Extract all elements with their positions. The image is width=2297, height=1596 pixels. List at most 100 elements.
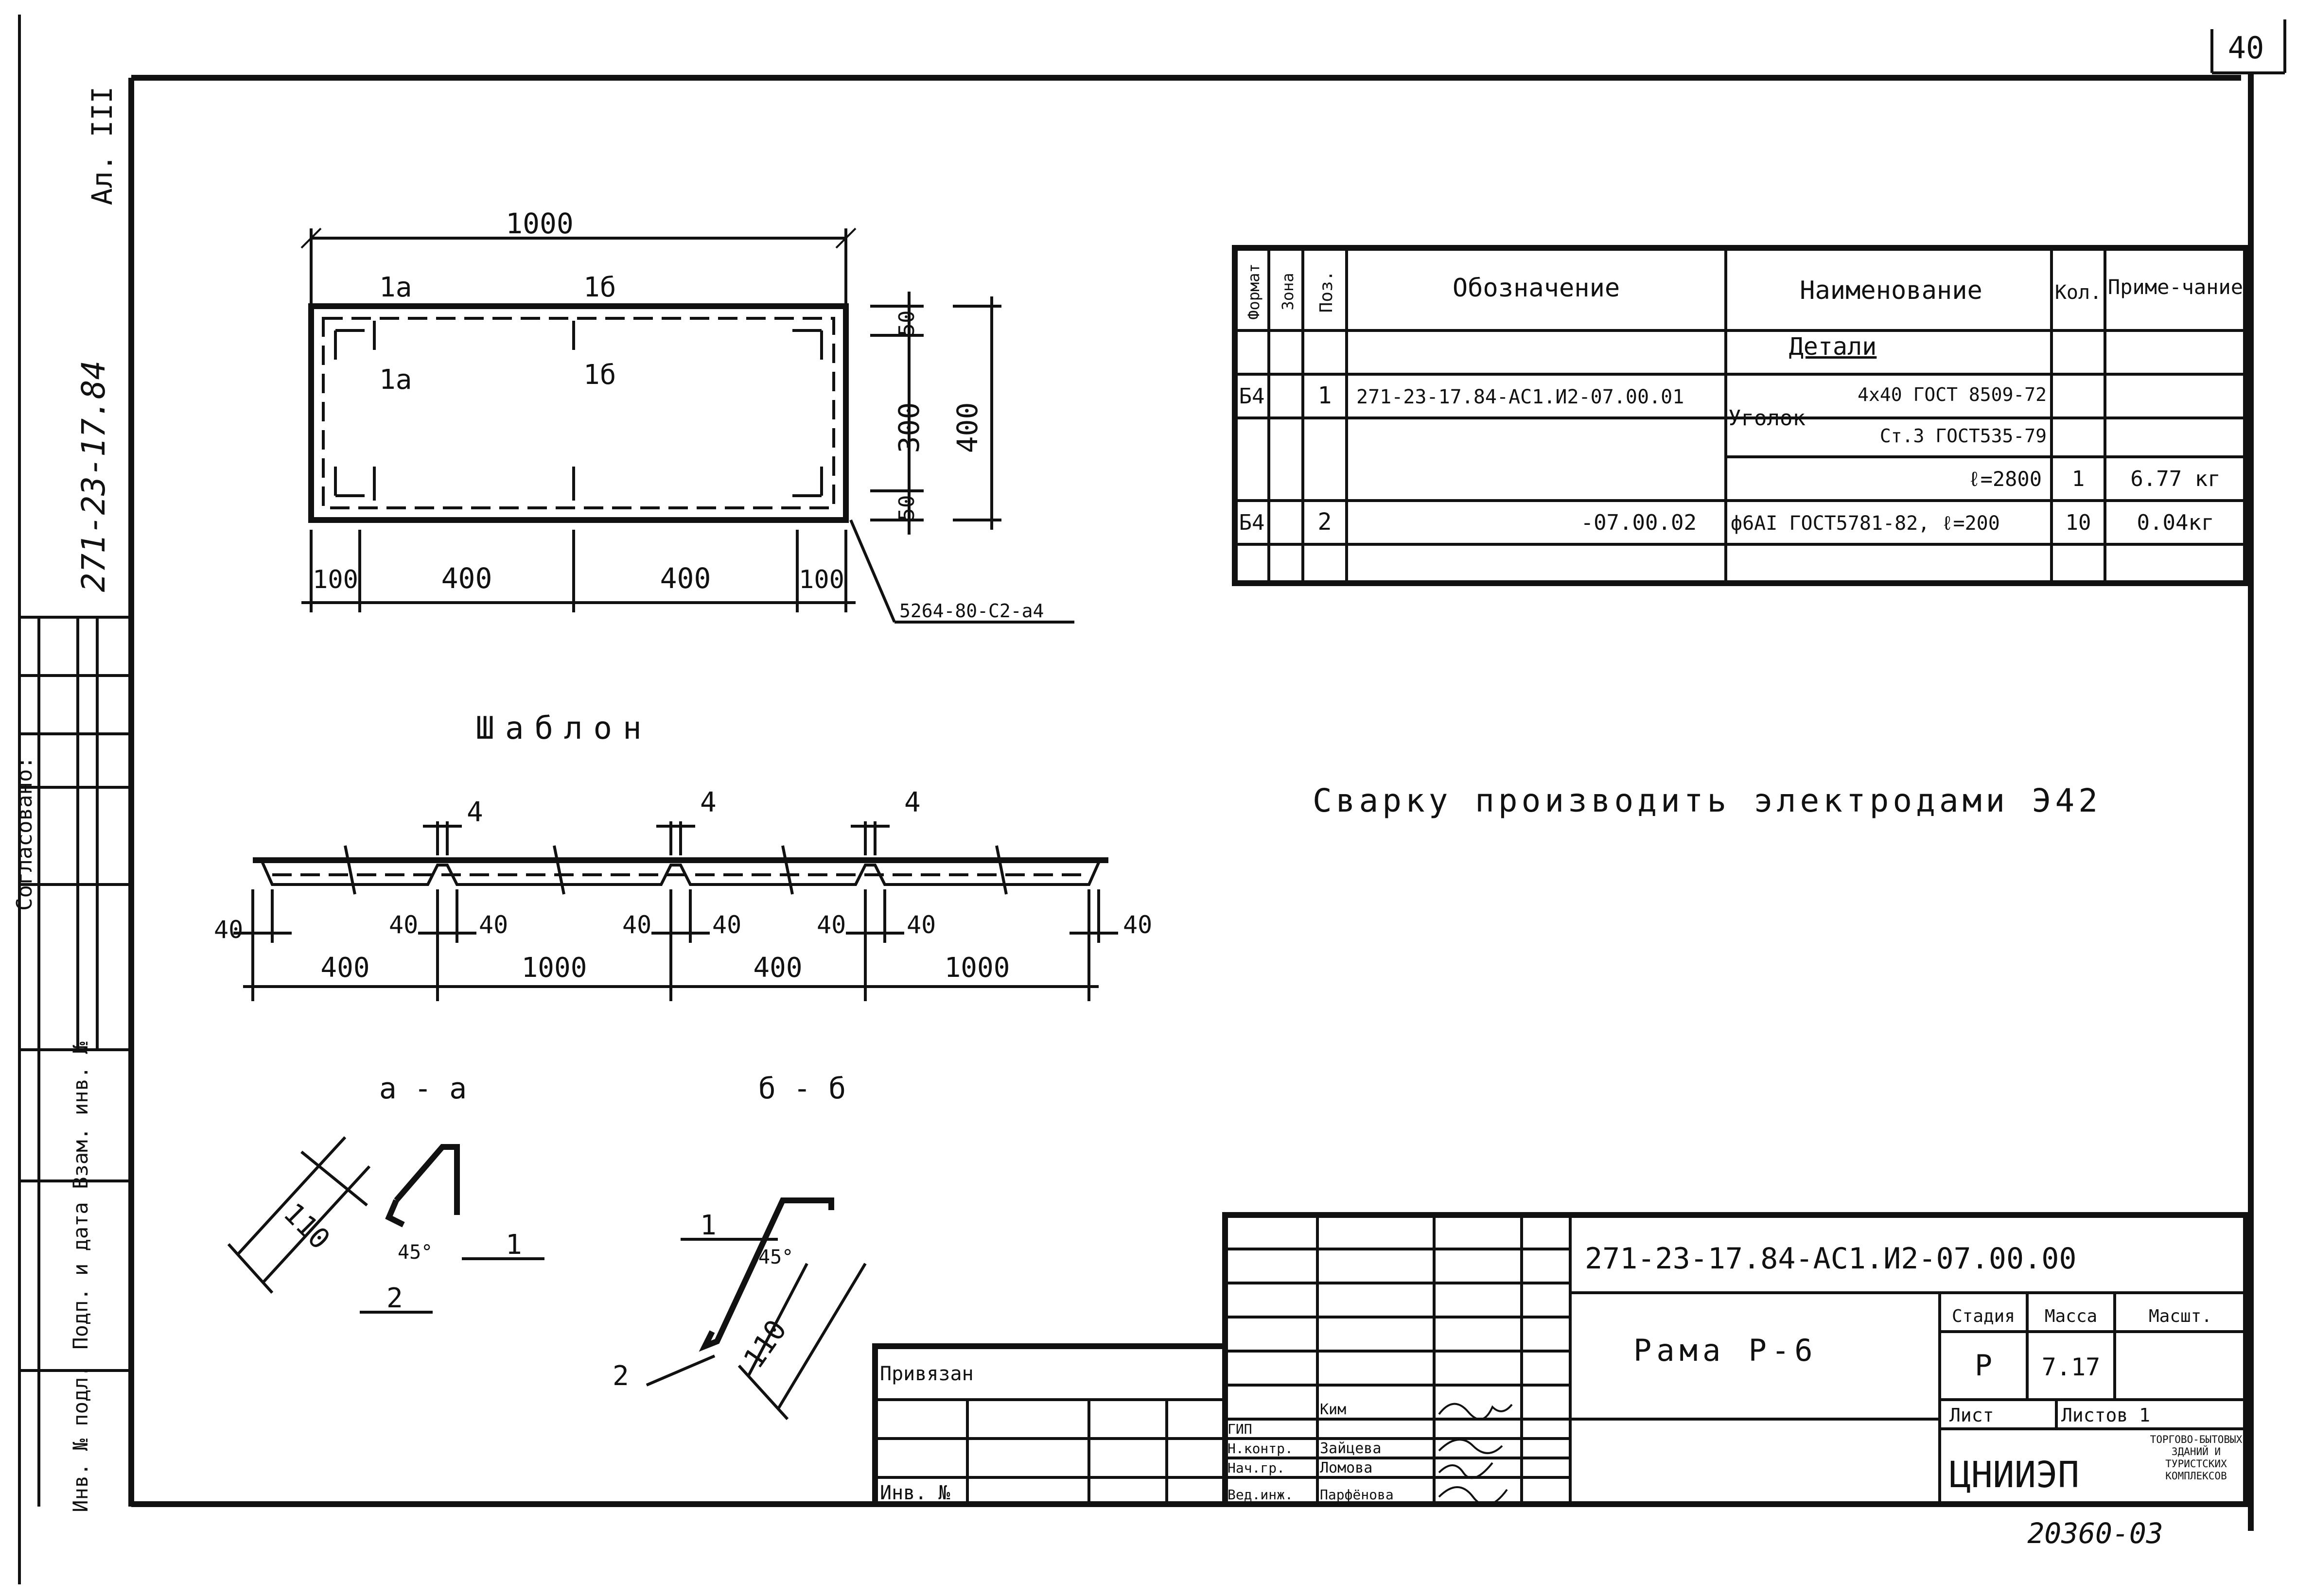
template-title: Шаблон <box>475 711 652 746</box>
frame-plan: 1000 1а 1б 1а 1б 50 300 50 <box>300 207 1074 624</box>
approval-label: Согласовано: <box>12 756 37 911</box>
group-label: Детали <box>1789 332 1877 361</box>
header-note: Приме-чание <box>2108 275 2243 299</box>
small-dim-7: 40 <box>907 911 936 939</box>
row3-pos: 2 <box>1318 508 1332 536</box>
row1-designation: 271-23-17.84-АС1.И2-07.00.01 <box>1356 386 1684 408</box>
title-block: Привязан Инв. № 271-23-17.84-АС1.И2-07.0… <box>872 1212 2249 1507</box>
org-text-box: торгово-бытовых зданий и туристских комп… <box>2150 1434 2243 1482</box>
dim-bottom-1: 100 <box>313 565 358 594</box>
header-designation: Обозначение <box>1453 274 1620 303</box>
name-3: Ломова <box>1320 1459 1372 1476</box>
row2-qty: 1 <box>2072 467 2085 491</box>
role-2: Н.контр. <box>1227 1440 1293 1457</box>
section-a-length: 110 <box>277 1197 336 1256</box>
mass-value: 7.17 <box>2042 1353 2100 1381</box>
doc-code: 271-23-17.84-АС1.И2-07.00.00 <box>1585 1242 2076 1276</box>
span-3: 400 <box>753 952 802 984</box>
template-drawing: Шаблон 4 4 4 <box>214 711 1152 1001</box>
gap-3: 4 <box>904 787 921 818</box>
org-text: торгово-бытовых зданий и туристских комп… <box>2150 1434 2243 1482</box>
spec-table: Формат Зона Поз. Обозначение Наименовани… <box>1232 245 2249 586</box>
stage-header: Стадия <box>1952 1306 2015 1326</box>
section-b-mark-inner: 1б <box>583 359 616 391</box>
small-dim-8: 40 <box>1123 911 1152 939</box>
gap-1: 4 <box>467 797 483 828</box>
small-dim-3: 40 <box>479 911 508 939</box>
row1-name-top: 4х40 ГОСТ 8509-72 <box>1858 384 2047 405</box>
vzam-inv-label: Взам. инв. № <box>69 1041 92 1189</box>
footer-code: 20360-03 <box>2027 1517 2163 1550</box>
small-dim-2: 40 <box>389 911 418 939</box>
name-2: Зайцева <box>1320 1440 1381 1457</box>
span-1: 400 <box>320 952 369 984</box>
gap-2: 4 <box>700 787 717 818</box>
row3-note: 0.04кг <box>2137 510 2214 535</box>
inv-label: Инв. № <box>880 1482 950 1504</box>
margin-code: 271-23-17.84 <box>75 361 112 592</box>
section-b-angle: 45° <box>758 1246 793 1268</box>
section-a-pos2: 2 <box>386 1283 403 1314</box>
dim-height-400: 400 <box>951 402 984 453</box>
dim-bottom-2: 400 <box>441 562 492 595</box>
small-dim-4: 40 <box>622 911 651 939</box>
name-1: Ким <box>1320 1401 1346 1418</box>
header-name: Наименование <box>1800 276 1982 305</box>
stage-value: Р <box>1975 1349 1992 1383</box>
section-b: б - б 1 45° 110 2 <box>613 1072 867 1421</box>
sign-date-label: Подп. и дата <box>69 1202 92 1349</box>
section-a-pos1: 1 <box>506 1229 522 1261</box>
dim-bottom-4: 100 <box>799 565 844 594</box>
section-a-label: а - а <box>379 1072 467 1106</box>
scale-header: Масшт. <box>2149 1306 2212 1326</box>
welding-note: Сварку производить электродами Э42 <box>1313 782 2102 819</box>
small-dim-6: 40 <box>817 911 846 939</box>
dim-overall: 1000 <box>506 207 574 240</box>
section-a-angle: 45° <box>398 1241 433 1264</box>
section-a: а - а 110 45° 1 2 <box>227 1072 544 1314</box>
dim-bottom-3: 400 <box>660 562 711 595</box>
section-b-pos2: 2 <box>613 1360 629 1392</box>
signatures <box>1438 1403 1513 1506</box>
album-label: Ал. III <box>86 87 119 205</box>
small-dim-5: 40 <box>712 911 741 939</box>
left-margin: Ал. III 271-23-17.84 Согласовано: Взам. … <box>12 87 131 1512</box>
header-qty: Кол. <box>2055 281 2102 304</box>
dim-top-50: 50 <box>894 311 919 336</box>
row3-name: ф6АI ГОСТ5781-82, ℓ=200 <box>1731 512 2000 535</box>
org-logo: ЦНИИЭП <box>1949 1454 2079 1496</box>
mass-header: Масса <box>2045 1306 2097 1326</box>
section-a-mark-top: 1а <box>379 272 412 303</box>
row1-format: Б4 <box>1239 384 1265 409</box>
weld-note: 5264-80-С2-а4 <box>899 600 1044 622</box>
header-pos: Поз. <box>1316 271 1336 313</box>
row2-note: 6.77 кг <box>2130 467 2220 491</box>
sheet-header: Лист <box>1949 1405 1994 1426</box>
role-1: ГИП <box>1227 1421 1252 1437</box>
row1-name-main: Уголок <box>1728 406 1806 431</box>
row3-designation: -07.00.02 <box>1581 510 1697 535</box>
row1-name-bottom: Ст.3 ГОСТ535-79 <box>1880 425 2047 447</box>
privyazan-label: Привязан <box>880 1363 974 1385</box>
sheets-header: Листов 1 <box>2061 1405 2150 1426</box>
name-4: Парфёнова <box>1320 1487 1394 1503</box>
dim-mid-300: 300 <box>893 402 926 453</box>
small-dim-1: 40 <box>214 916 243 944</box>
header-zone: Зона <box>1279 273 1297 310</box>
section-b-label: б - б <box>758 1072 846 1106</box>
inv-podl-label: Инв. № подл. <box>69 1365 92 1512</box>
section-a-mark-inner: 1а <box>379 364 412 396</box>
doc-title: Рама Р-6 <box>1633 1333 1818 1368</box>
sheet-number: 40 <box>2228 30 2264 66</box>
section-b-pos1: 1 <box>700 1210 717 1241</box>
row1-pos: 1 <box>1318 382 1332 409</box>
section-b-length: 110 <box>737 1314 793 1374</box>
role-3: Нач.гр. <box>1227 1460 1285 1476</box>
row3-format: Б4 <box>1239 510 1265 535</box>
span-2: 1000 <box>522 952 587 984</box>
row3-qty: 10 <box>2066 510 2091 535</box>
span-4: 1000 <box>945 952 1010 984</box>
header-format: Формат <box>1245 263 1263 320</box>
row2-name: ℓ=2800 <box>1968 467 2042 491</box>
